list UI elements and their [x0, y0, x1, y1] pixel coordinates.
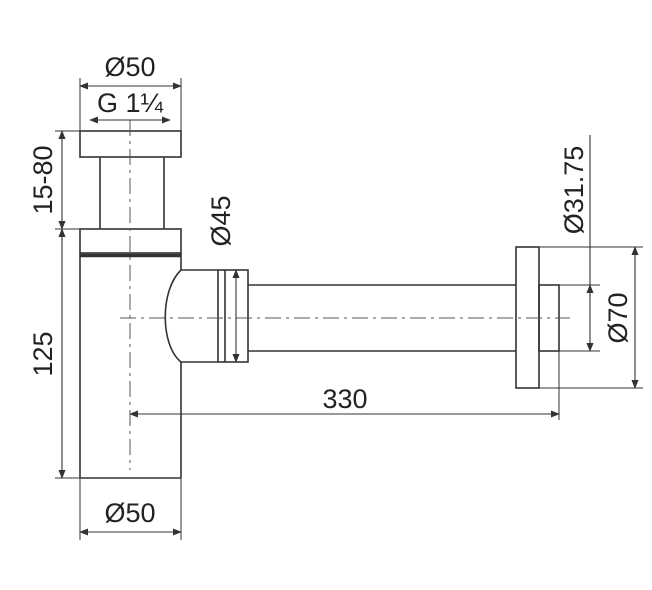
label-bottom-diameter: Ø50	[104, 498, 155, 528]
center-lines	[120, 120, 570, 470]
label-pipe-diameter: Ø31.75	[559, 146, 589, 235]
label-flange-diameter: Ø70	[603, 292, 633, 343]
label-body-height: 125	[28, 331, 58, 376]
label-horizontal-length: 330	[322, 384, 367, 414]
label-trap-inlet: Ø45	[206, 195, 236, 246]
part-outline	[79, 130, 560, 479]
dimension-lines	[58, 82, 639, 536]
outlet-housing-curve	[164, 269, 182, 363]
label-top-diameter: Ø50	[104, 52, 155, 82]
label-thread: G 1¼	[97, 88, 164, 118]
label-height-adjust: 15-80	[28, 145, 58, 214]
extension-lines	[55, 78, 643, 540]
outlet-nut	[217, 269, 249, 363]
